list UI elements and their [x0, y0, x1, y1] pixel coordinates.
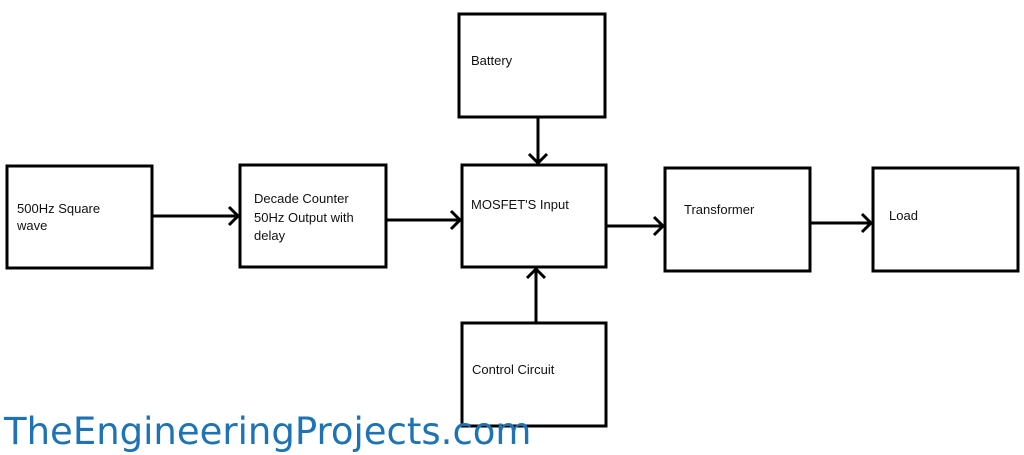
block-decade-counter-label-line2: 50Hz Output with [254, 210, 354, 225]
block-mosfet-input-label: MOSFET'S Input [471, 197, 569, 212]
block-square-wave-label-line1: 500Hz Square [17, 201, 100, 216]
block-battery-box [457, 12, 607, 119]
block-control-circuit: Control Circuit [460, 321, 608, 428]
block-mosfet-input: MOSFET'S Input [460, 163, 608, 269]
arrowhead-down-icon [527, 152, 549, 166]
arrowhead-right-icon [227, 205, 241, 227]
block-battery-label: Battery [471, 53, 513, 68]
block-transformer-label: Transformer [684, 202, 755, 217]
arrowhead-right-icon [449, 209, 463, 231]
connector-mosfet-to-transformer [606, 215, 666, 237]
connector-battery-to-mosfet [527, 117, 549, 166]
block-decade-counter: Decade Counter 50Hz Output with delay [238, 163, 388, 269]
connector-control-to-mosfet [525, 266, 547, 323]
block-transformer-box [663, 166, 812, 273]
block-control-circuit-label: Control Circuit [472, 362, 555, 377]
block-load: Load [871, 166, 1020, 273]
arrowhead-right-icon [860, 212, 874, 234]
block-square-wave-label-line2: wave [16, 218, 47, 233]
arrowhead-right-icon [652, 215, 666, 237]
block-square-wave: 500Hz Square wave [5, 164, 154, 270]
block-decade-counter-label-line1: Decade Counter [254, 191, 349, 206]
block-load-label: Load [889, 208, 918, 223]
connector-square-to-counter [152, 205, 241, 227]
block-battery: Battery [457, 12, 607, 119]
block-transformer: Transformer [663, 166, 812, 273]
block-square-wave-box [5, 164, 154, 270]
block-load-box [871, 166, 1020, 273]
block-mosfet-input-box [460, 163, 608, 269]
block-decade-counter-label-line3: delay [254, 228, 286, 243]
arrowhead-up-icon [525, 266, 547, 280]
block-control-circuit-box [460, 321, 608, 428]
connector-counter-to-mosfet [386, 209, 463, 231]
connector-transformer-to-load [810, 212, 874, 234]
site-watermark: TheEngineeringProjects.com [4, 410, 532, 453]
